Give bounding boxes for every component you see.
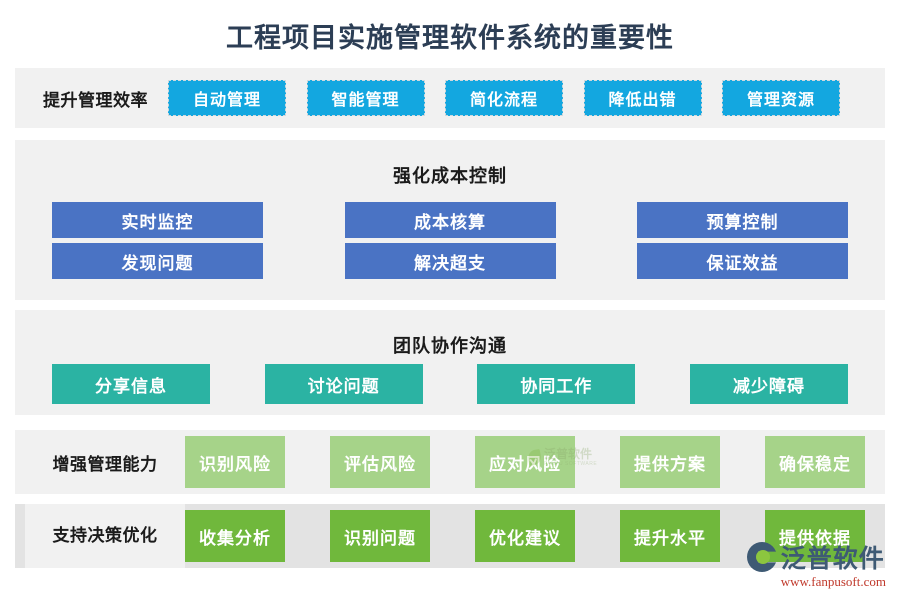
section-cost-column-2: 预算控制 保证效益: [637, 202, 848, 279]
chip-cost-1-bottom[interactable]: 解决超支: [344, 243, 556, 279]
chip-team-0[interactable]: 分享信息: [52, 364, 210, 404]
chip-decision-4[interactable]: 提供依据: [765, 510, 865, 562]
chip-efficiency-3[interactable]: 降低出错: [583, 80, 702, 116]
section-ability-chips: 识别风险 评估风险 应对风险 提供方案 确保稳定: [185, 436, 885, 488]
section-cost-grid: 实时监控 发现问题 成本核算 解决超支 预算控制 保证效益: [15, 188, 885, 279]
chip-decision-1[interactable]: 识别问题: [330, 510, 430, 562]
section-ability-label: 增强管理能力: [52, 454, 158, 474]
chip-ability-0[interactable]: 识别风险: [185, 436, 285, 488]
chip-ability-2[interactable]: 应对风险: [475, 436, 575, 488]
chip-team-3[interactable]: 减少障碍: [689, 364, 848, 404]
section-cost-column-1: 成本核算 解决超支: [344, 202, 556, 279]
chip-cost-1-top[interactable]: 成本核算: [344, 202, 556, 238]
brand-watermark-url: www.fanpusoft.com: [780, 574, 886, 589]
section-ability: 增强管理能力 识别风险 评估风险 应对风险 提供方案 确保稳定: [15, 430, 885, 494]
chip-team-1[interactable]: 讨论问题: [264, 364, 423, 404]
section-cost-heading: 强化成本控制: [393, 166, 507, 186]
chip-decision-3[interactable]: 提升水平: [620, 510, 720, 562]
section-team-heading: 团队协作沟通: [393, 336, 507, 356]
chip-decision-0[interactable]: 收集分析: [185, 510, 285, 562]
section-decision-label: 支持决策优化: [25, 504, 185, 568]
chip-ability-4[interactable]: 确保稳定: [765, 436, 865, 488]
section-team-chips: 分享信息 讨论问题 协同工作 减少障碍: [15, 364, 885, 404]
chip-efficiency-1[interactable]: 智能管理: [306, 80, 425, 116]
section-team: 团队协作沟通 分享信息 讨论问题 协同工作 减少障碍: [15, 310, 885, 415]
section-decision-chips: 收集分析 识别问题 优化建议 提升水平 提供依据: [185, 510, 885, 562]
chip-cost-0-bottom[interactable]: 发现问题: [52, 243, 263, 279]
chip-efficiency-4[interactable]: 管理资源: [722, 80, 840, 116]
section-efficiency: 提升管理效率 自动管理 智能管理 简化流程 降低出错 管理资源: [15, 68, 885, 128]
section-cost: 强化成本控制 实时监控 发现问题 成本核算 解决超支 预算控制 保证效益: [15, 140, 885, 300]
chip-decision-2[interactable]: 优化建议: [475, 510, 575, 562]
chip-ability-1[interactable]: 评估风险: [330, 436, 430, 488]
chip-cost-0-top[interactable]: 实时监控: [52, 202, 263, 238]
chip-cost-2-bottom[interactable]: 保证效益: [637, 243, 848, 279]
section-efficiency-label: 提升管理效率: [43, 90, 148, 110]
section-decision: 支持决策优化 收集分析 识别问题 优化建议 提升水平 提供依据: [15, 504, 885, 568]
chip-ability-3[interactable]: 提供方案: [620, 436, 720, 488]
page-title: 工程项目实施管理软件系统的重要性: [226, 23, 674, 53]
chip-efficiency-2[interactable]: 简化流程: [445, 80, 563, 116]
chip-cost-2-top[interactable]: 预算控制: [637, 202, 848, 238]
section-cost-column-0: 实时监控 发现问题: [52, 202, 263, 279]
section-efficiency-chips: 自动管理 智能管理 简化流程 降低出错 管理资源: [168, 80, 885, 116]
chip-efficiency-0[interactable]: 自动管理: [168, 80, 286, 116]
chip-team-2[interactable]: 协同工作: [477, 364, 636, 404]
